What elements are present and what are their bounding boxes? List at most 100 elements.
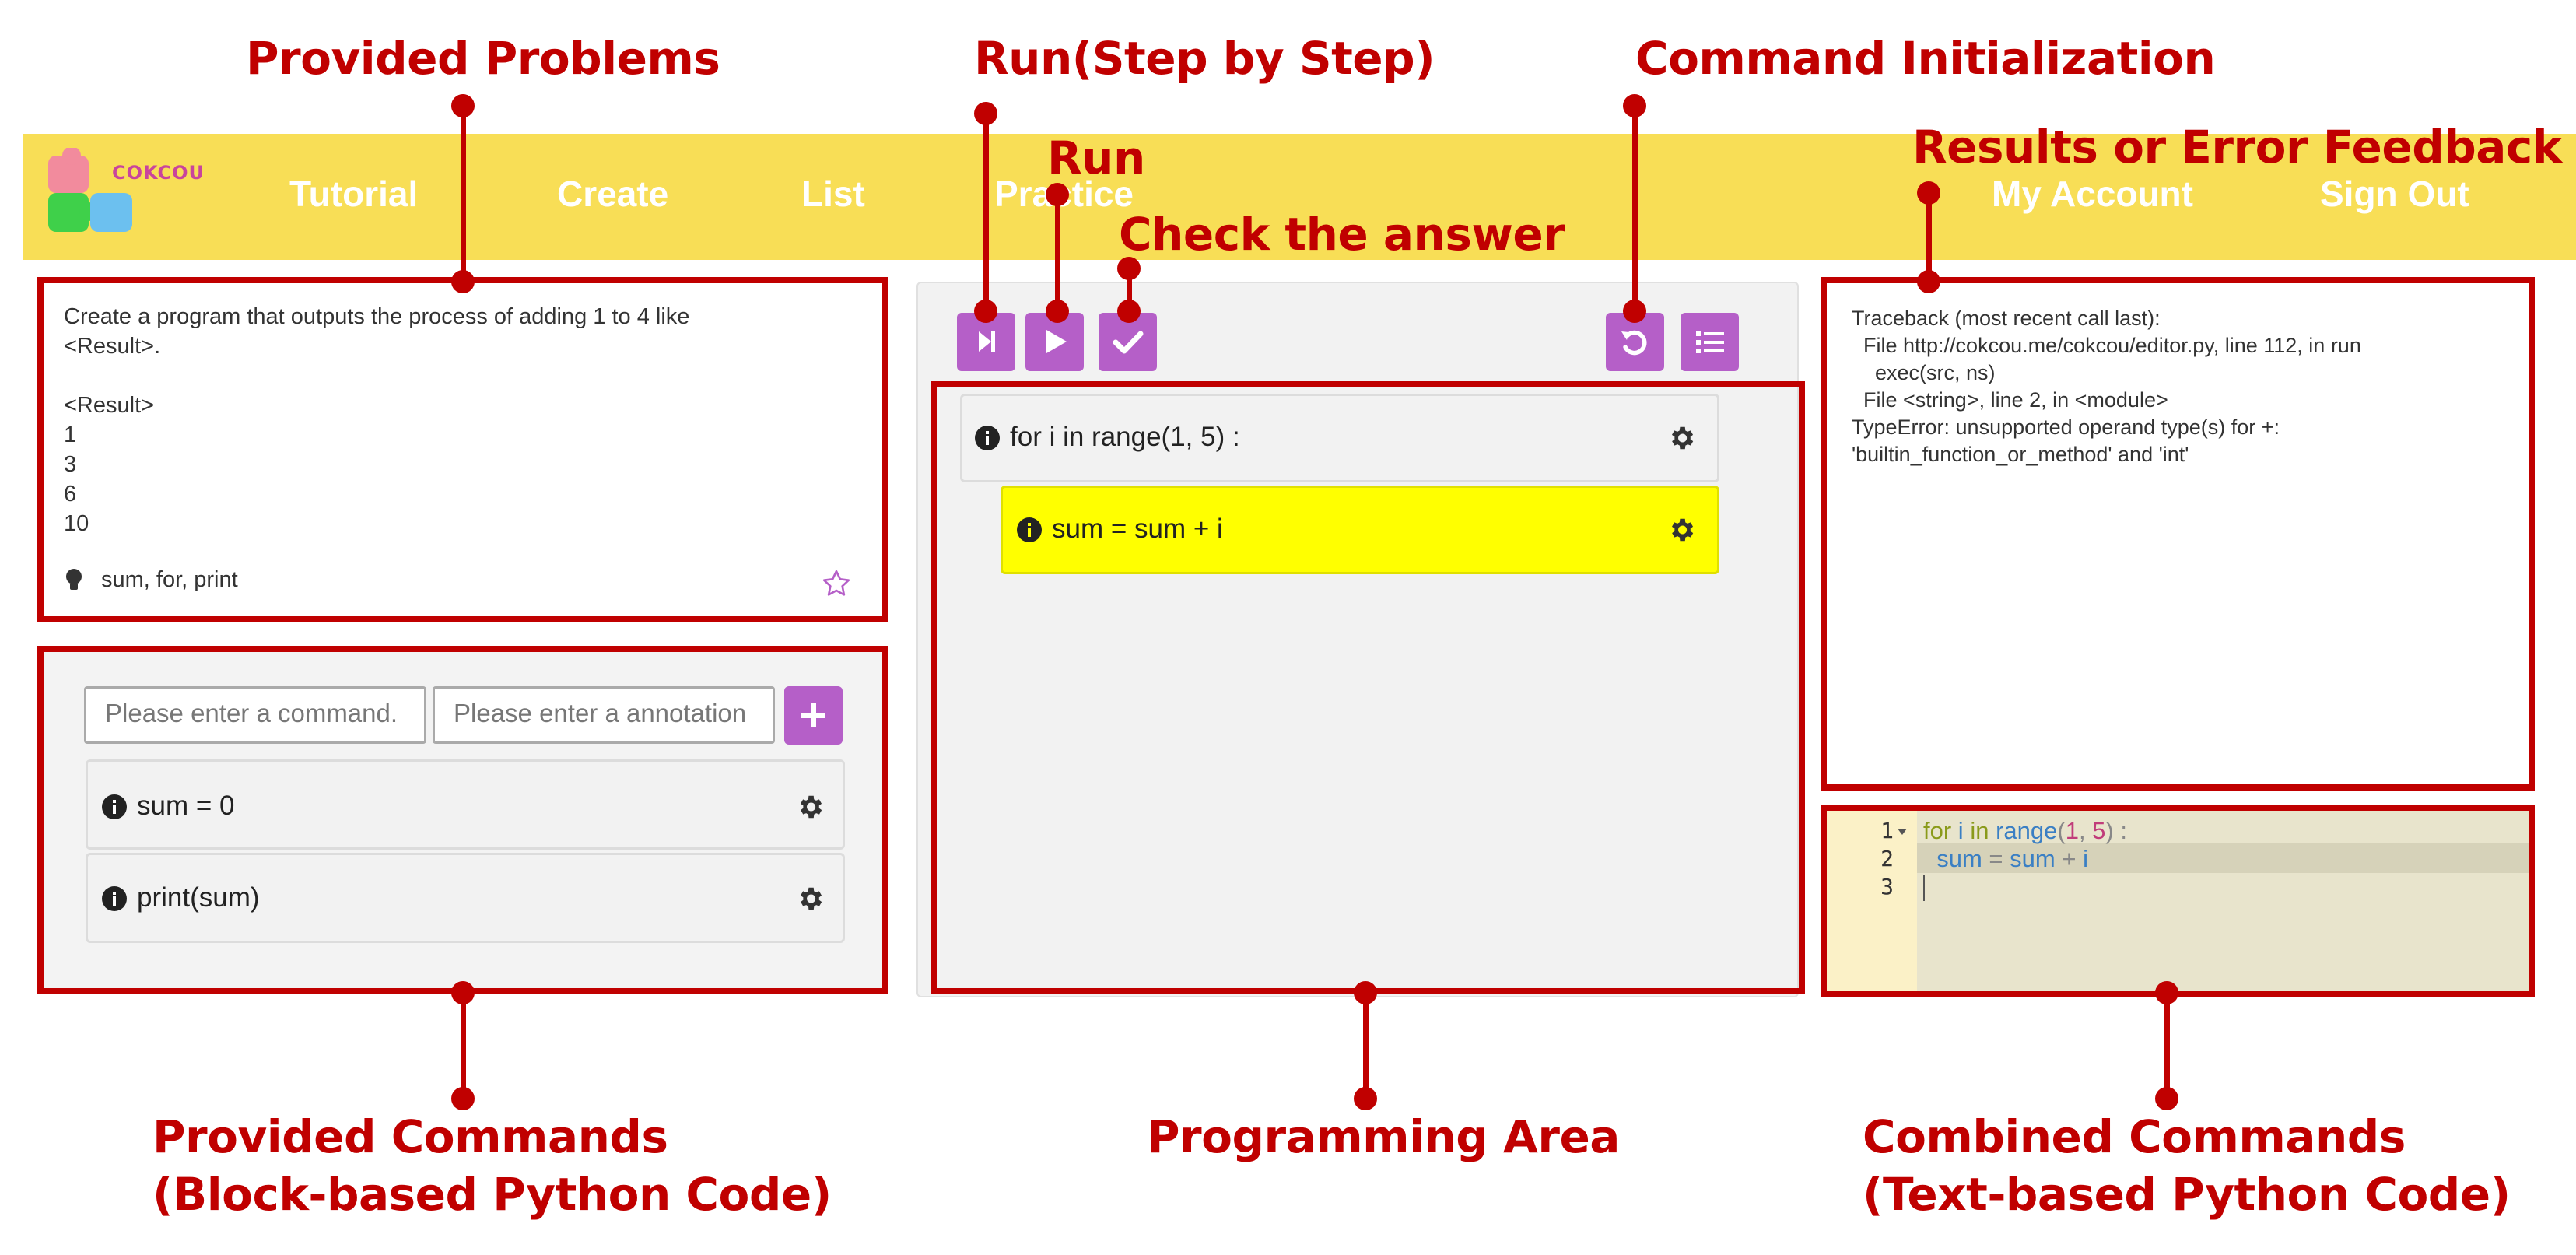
command-input[interactable]: Please enter a command. — [84, 686, 426, 744]
output-panel — [1825, 282, 2530, 786]
code-token: 1 — [2065, 817, 2079, 844]
callout-line — [461, 993, 466, 1099]
code-token: sum — [1936, 845, 1982, 872]
callout-dot — [1354, 981, 1377, 1004]
callout-dot — [2155, 1087, 2178, 1110]
info-icon — [101, 885, 128, 916]
callout-line — [461, 106, 466, 282]
code-line-1[interactable]: for i in range(1, 5) : — [1923, 817, 2127, 845]
highlight-box-output — [1821, 277, 2535, 791]
command-block-sum[interactable] — [86, 759, 845, 850]
lightbulb-icon — [64, 568, 84, 595]
label-provided-commands-sub: (Block-based Python Code) — [152, 1168, 832, 1221]
code-token: , — [2078, 817, 2093, 844]
gear-icon[interactable] — [795, 884, 825, 917]
nav-bar — [23, 134, 2576, 260]
callout-dot — [451, 270, 475, 293]
label-command-init: Command Initialization — [1635, 32, 2216, 85]
problem-hint: sum, for, print — [101, 567, 238, 592]
info-icon — [1016, 517, 1043, 547]
nav-sign-out[interactable]: Sign Out — [2320, 174, 2469, 214]
callout-dot — [1046, 183, 1069, 206]
callout-dot — [1354, 1087, 1377, 1110]
label-check-answer: Check the answer — [1119, 208, 1565, 261]
code-token: ( — [2057, 817, 2066, 844]
nav-create[interactable]: Create — [557, 174, 669, 214]
highlight-box-problems — [37, 277, 888, 622]
nav-tutorial[interactable]: Tutorial — [289, 174, 419, 214]
code-line-2[interactable]: sum = sum + i — [1923, 845, 2088, 873]
annotation-input[interactable]: Please enter a annotation — [433, 686, 775, 744]
callout-line — [1632, 106, 1638, 313]
callout-dot — [1046, 300, 1069, 323]
label-combined-commands: Combined Commands — [1863, 1110, 2406, 1163]
fold-arrow-icon[interactable] — [1897, 826, 1908, 840]
nav-list[interactable]: List — [801, 174, 865, 214]
label-results-feedback: Results or Error Feedback — [1912, 121, 2562, 174]
code-token: in — [1970, 817, 1989, 844]
label-run-step: Run(Step by Step) — [974, 32, 1435, 85]
plus-icon — [801, 703, 825, 727]
callout-dot — [1117, 257, 1141, 280]
callout-line — [983, 114, 989, 313]
problem-panel — [42, 282, 884, 618]
code-editor — [1825, 809, 2530, 993]
text-cursor — [1923, 875, 1925, 901]
label-provided-problems: Provided Problems — [246, 32, 720, 85]
highlight-box-commands — [37, 646, 888, 994]
puzzle-logo-icon — [48, 146, 132, 232]
problem-text: Create a program that outputs the proces… — [64, 304, 690, 536]
check-icon — [1113, 331, 1144, 354]
code-token: i — [1951, 817, 1971, 844]
callout-line — [2164, 993, 2170, 1099]
label-provided-commands: Provided Commands — [152, 1110, 668, 1163]
callout-line — [1055, 195, 1060, 313]
list-icon — [1696, 331, 1724, 353]
program-block-text: sum = sum + i — [1052, 514, 1223, 544]
callout-dot — [1623, 94, 1646, 117]
callout-dot — [451, 981, 475, 1004]
code-token: for — [1923, 817, 1952, 844]
callout-dot — [974, 102, 997, 125]
gear-icon[interactable] — [795, 792, 825, 826]
label-programming-area: Programming Area — [1147, 1110, 1620, 1163]
code-token: sum — [2010, 845, 2056, 872]
code-token: 5 — [2092, 817, 2106, 844]
label-combined-commands-sub: (Text-based Python Code) — [1863, 1168, 2511, 1221]
command-block-print[interactable] — [86, 853, 845, 943]
add-command-button[interactable] — [784, 686, 843, 745]
logo-text: COKCOU — [112, 162, 205, 184]
program-block-sum-highlighted[interactable] — [1001, 486, 1719, 574]
program-block-text: for i in range(1, 5) : — [1010, 422, 1240, 452]
callout-dot — [451, 94, 475, 117]
callout-dot — [1623, 300, 1646, 323]
output-text: Traceback (most recent call last): File … — [1852, 307, 2361, 466]
code-token: range — [1989, 817, 2058, 844]
gear-icon[interactable] — [1667, 423, 1696, 457]
editor-active-line — [1917, 843, 2530, 873]
star-icon[interactable] — [820, 568, 853, 603]
label-run: Run — [1047, 131, 1145, 184]
nav-my-account[interactable]: My Account — [1992, 174, 2193, 214]
gear-icon[interactable] — [1667, 515, 1696, 549]
code-token: : — [2113, 817, 2127, 844]
command-list-button[interactable] — [1681, 313, 1739, 371]
code-token: i — [2083, 845, 2088, 872]
code-token: ) — [2105, 817, 2114, 844]
undo-icon — [1621, 330, 1647, 356]
program-block-for[interactable] — [960, 394, 1719, 482]
highlight-box-editor — [1821, 805, 2535, 997]
highlight-box-programming — [931, 381, 1805, 994]
info-icon — [974, 425, 1001, 455]
callout-dot — [1917, 270, 1940, 293]
callout-dot — [2155, 981, 2178, 1004]
callout-dot — [974, 300, 997, 323]
command-block-text: print(sum) — [137, 882, 260, 913]
cokcou-logo[interactable]: COKCOU — [44, 146, 204, 241]
callout-line — [1363, 993, 1369, 1099]
callout-line — [1127, 268, 1132, 313]
callout-dot — [1917, 181, 1940, 205]
callout-line — [1926, 193, 1932, 282]
callout-dot — [1117, 300, 1141, 323]
editor-gutter — [1825, 809, 1917, 993]
